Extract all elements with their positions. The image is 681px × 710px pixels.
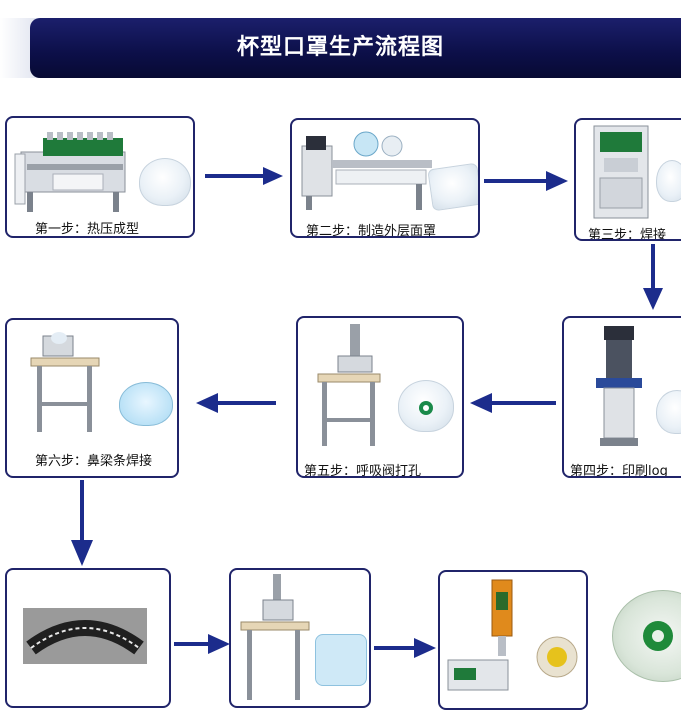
- flat-mask-image: [427, 162, 478, 212]
- earloop-welding-machine-image: [240, 574, 310, 700]
- arrow-step2-to-step3: [484, 171, 568, 191]
- step-6-label: 第六步：鼻梁条焊接: [35, 454, 153, 469]
- step-8-card: [229, 568, 371, 708]
- arrow-step7-to-step8: [174, 634, 230, 654]
- arrow-step8-to-step9: [374, 638, 436, 658]
- printed-mask-image: [656, 390, 681, 434]
- step-4-label: 第四步：印刷log: [570, 464, 668, 478]
- valve-cap-image: [536, 636, 578, 678]
- welded-mask-image: [656, 160, 681, 202]
- ultrasonic-welder-image: [447, 579, 513, 691]
- step-5-card: 第五步：呼吸阀打孔: [296, 316, 464, 478]
- nose-bar-welding-machine-image: [30, 332, 100, 432]
- cup-mask-image: [139, 158, 191, 206]
- valve-hole-icon: [419, 401, 433, 415]
- thermoforming-machine-image: [14, 132, 126, 212]
- step-1-label: 第一步：热压成型: [35, 222, 140, 237]
- finished-mask-valve-icon: [643, 621, 673, 651]
- arrow-step5-to-step6: [196, 393, 276, 413]
- valve-punching-machine-image: [317, 324, 381, 446]
- pad-printing-machine-image: [596, 326, 642, 446]
- nose-foam-strip-image: [23, 608, 147, 664]
- step-2-label: 第二步：制造外层面罩: [306, 224, 437, 238]
- page-title: 杯型口罩生产流程图: [236, 35, 444, 60]
- arrow-step4-to-step5: [470, 393, 556, 413]
- step-4-card: 第四步：印刷log: [562, 316, 681, 478]
- arrow-step3-to-step4: [643, 244, 663, 310]
- step-7-card: [5, 568, 171, 708]
- step-2-card: 第二步：制造外层面罩: [290, 118, 480, 238]
- step-9-card: [438, 570, 588, 710]
- welding-machine-image: [593, 125, 649, 219]
- step-6-card: 第六步：鼻梁条焊接: [5, 318, 179, 478]
- banner-bar: [30, 18, 681, 78]
- step-3-card: 第三步：焊接: [574, 118, 681, 241]
- nose-bar-mask-image: [119, 382, 173, 426]
- arrow-step6-to-step7: [71, 480, 93, 566]
- arrow-step1-to-step2: [205, 167, 283, 185]
- step-3-label: 第三步：焊接: [588, 228, 667, 241]
- outer-layer-machine-image: [301, 131, 432, 210]
- step-5-label: 第五步：呼吸阀打孔: [304, 464, 422, 478]
- earloop-mask-image: [315, 634, 367, 686]
- step-1-card: 第一步：热压成型: [5, 116, 195, 238]
- title-banner: 杯型口罩生产流程图: [0, 18, 681, 78]
